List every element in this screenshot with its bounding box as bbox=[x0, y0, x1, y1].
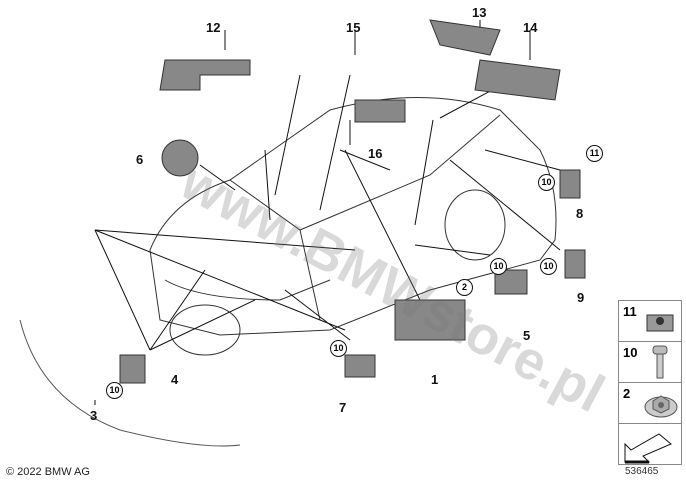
circled-callout-10: 10 bbox=[106, 382, 123, 399]
screw-icon bbox=[652, 345, 668, 379]
callout-6: 6 bbox=[136, 152, 144, 167]
circled-callout-10: 10 bbox=[538, 174, 555, 191]
callout-14: 14 bbox=[523, 20, 538, 35]
copyright: © 2022 BMW AG bbox=[6, 466, 90, 478]
callout-12: 12 bbox=[206, 20, 221, 35]
clip-nut-icon bbox=[646, 314, 674, 332]
callout-5: 5 bbox=[523, 328, 531, 343]
circled-callout-2: 2 bbox=[456, 279, 473, 296]
legend-screw: 10 bbox=[619, 342, 681, 383]
callout-13: 13 bbox=[472, 5, 487, 20]
direction-arrow-icon bbox=[624, 433, 672, 464]
callout-1: 1 bbox=[431, 372, 439, 387]
callout-8: 8 bbox=[576, 206, 584, 221]
callout-9: 9 bbox=[577, 290, 585, 305]
callout-16: 16 bbox=[368, 146, 383, 161]
callout-15: 15 bbox=[346, 20, 361, 35]
callout-3: 3 bbox=[90, 408, 98, 423]
fastener-legend: 11 10 2 bbox=[618, 300, 682, 465]
legend-clip-nut: 11 bbox=[619, 301, 681, 342]
image-number: 536465 bbox=[625, 466, 659, 477]
circled-callout-11: 11 bbox=[586, 145, 603, 162]
circled-callout-10: 10 bbox=[490, 258, 507, 275]
circled-callout-10: 10 bbox=[330, 340, 347, 357]
callout-4: 4 bbox=[171, 372, 179, 387]
flange-nut-icon bbox=[644, 395, 678, 418]
legend-nut: 2 bbox=[619, 383, 681, 424]
callout-7: 7 bbox=[339, 400, 347, 415]
circled-callout-10: 10 bbox=[540, 258, 557, 275]
legend-arrow bbox=[619, 424, 681, 464]
